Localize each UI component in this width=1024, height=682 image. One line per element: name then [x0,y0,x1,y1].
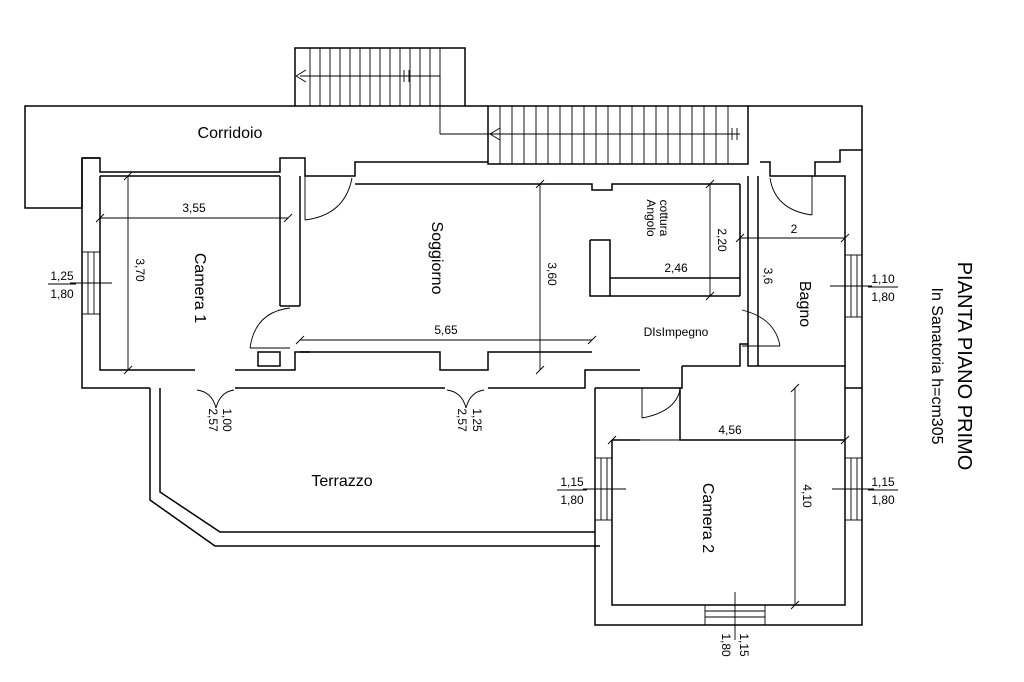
dim-label-angolo-width: 2,46 [664,261,688,275]
room-label-angolo-1: Angolo [644,199,658,237]
windows [70,251,874,640]
upper-staircase [294,47,466,134]
dim-label-cam2-width: 4,56 [718,423,742,437]
outer-walls [81,149,863,626]
win-label-bagno-h: 1,80 [871,290,895,304]
dim-label-cam2-height: 4,10 [800,484,814,508]
win-label-cam2-left-h: 1,80 [560,493,584,507]
win-label-cam2-bottom-w: 1,15 [737,633,751,657]
win-label-bagno-w: 1,10 [871,272,895,286]
room-label-camera-1: Camera 1 [191,253,208,323]
room-label-angolo-2: cottura [657,200,671,237]
dim-label-sogg-width: 5,65 [434,323,458,337]
dim-label-cam1-width: 3,55 [182,201,206,215]
room-label-terrazzo: Terrazzo [311,473,372,490]
win-label-cam1-h: 1,80 [50,287,74,301]
room-label-disimpegno: DIsImpegno [644,325,709,339]
door-swings [196,176,813,419]
room-label-camera-2: Camera 2 [699,483,716,553]
door-label-2-h: 2,57 [455,408,469,432]
dimension-lines [95,171,850,610]
dim-label-bagno-height: 3,6 [761,268,775,285]
door-label-1-w: 1,00 [220,408,234,432]
dim-label-bagno-width: 2 [791,222,798,236]
win-label-cam2-left-w: 1,15 [560,475,584,489]
dim-label-sogg-height: 3,60 [545,262,559,286]
corridor-walls [24,105,863,209]
lower-staircase [440,105,749,165]
door-label-2-w: 1,25 [470,408,484,432]
win-label-cam2-right-w: 1,15 [871,475,895,489]
dim-label-angolo-height: 2,20 [715,228,729,252]
win-label-cam2-right-h: 1,80 [871,493,895,507]
dim-label-cam1-height: 3,70 [133,258,147,282]
win-label-cam1-w: 1,25 [50,269,74,283]
room-label-soggiorno: Soggiorno [428,222,445,295]
win-label-cam2-bottom-h: 1,80 [719,633,733,657]
door-label-1-h: 2,57 [206,408,220,432]
plan-title: PIANTA PIANO PRIMO [953,262,975,471]
plan-subtitle: In Sanatoria h=cm305 [928,288,945,445]
room-label-bagno: Bagno [796,281,813,327]
room-label-corridoio: Corridoio [198,125,263,142]
